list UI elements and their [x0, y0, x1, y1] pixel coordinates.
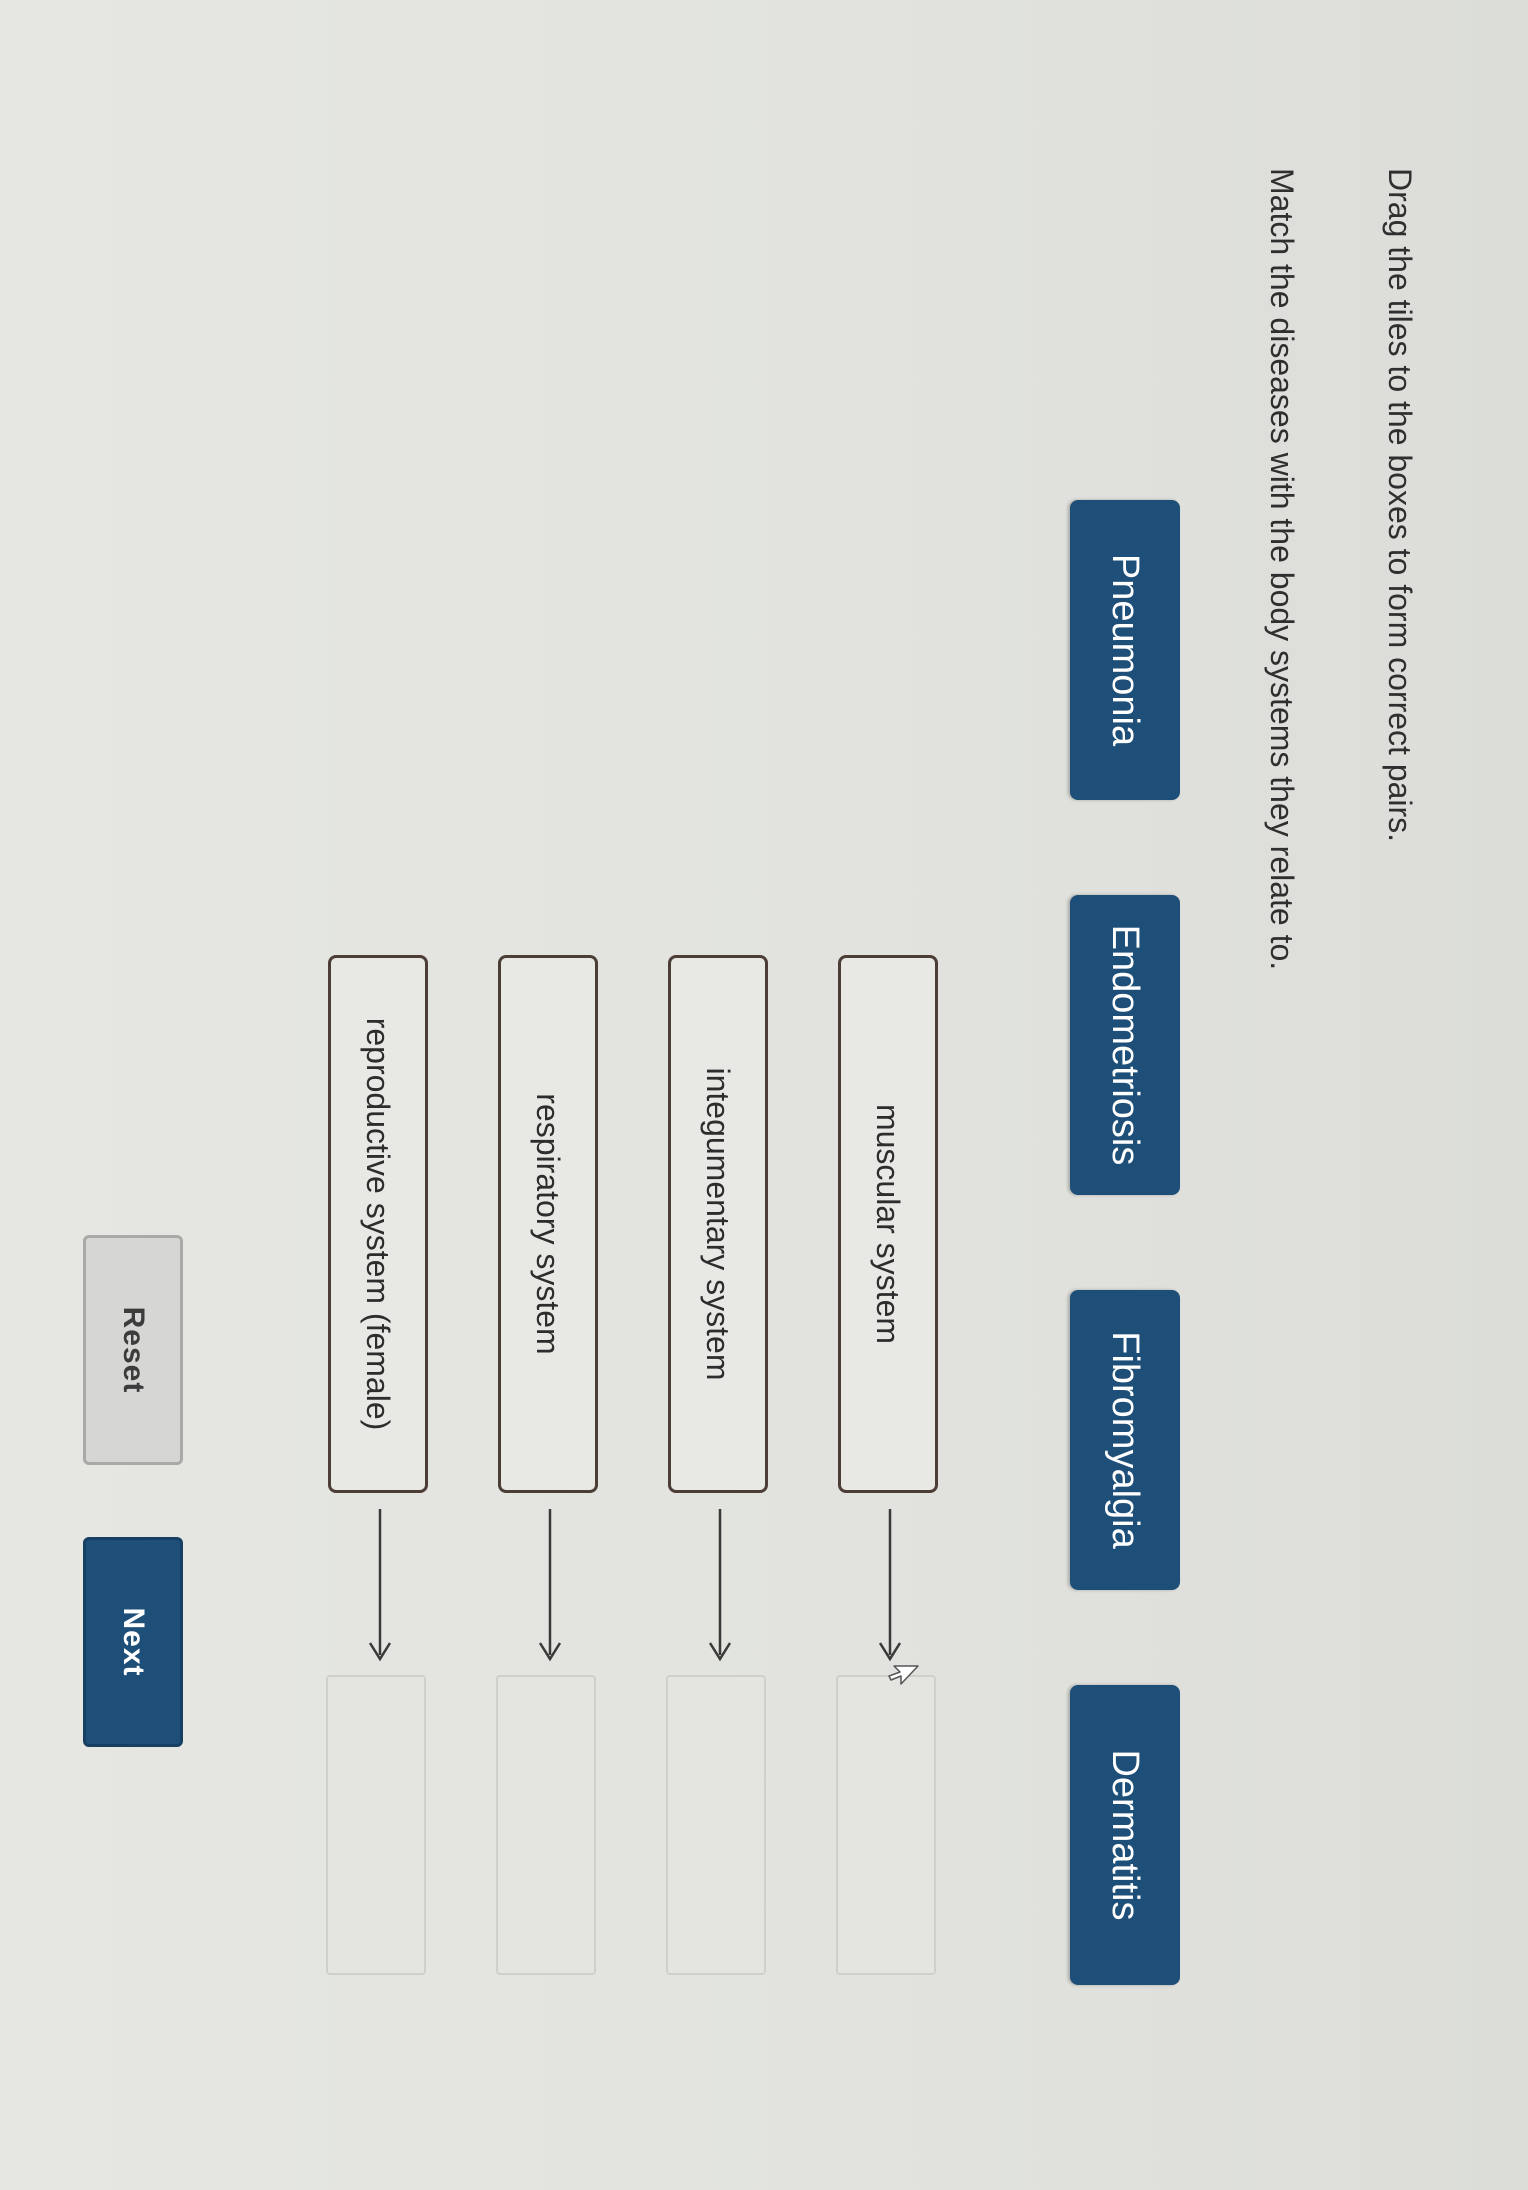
system-label-muscular: muscular system	[838, 955, 938, 1493]
pair-row-integumentary: integumentary system	[666, 955, 768, 2055]
system-label-reproductive: reproductive system (female)	[328, 955, 428, 1493]
drag-instruction: Drag the tiles to the boxes to form corr…	[1382, 168, 1418, 843]
next-button[interactable]: Next	[83, 1537, 183, 1747]
tile-fibromyalgia[interactable]: Fibromyalgia	[1070, 1290, 1180, 1590]
system-label-respiratory: respiratory system	[498, 955, 598, 1493]
tile-pneumonia[interactable]: Pneumonia	[1070, 500, 1180, 800]
pair-row-respiratory: respiratory system	[496, 955, 598, 2055]
pair-row-reproductive: reproductive system (female)	[326, 955, 428, 2055]
match-instruction: Match the diseases with the body systems…	[1264, 168, 1300, 971]
reset-button[interactable]: Reset	[83, 1235, 183, 1465]
system-label-integumentary: integumentary system	[668, 955, 768, 1493]
arrow-right-icon	[368, 1509, 392, 1662]
drop-box-respiratory[interactable]	[496, 1675, 596, 1975]
drop-box-integumentary[interactable]	[666, 1675, 766, 1975]
mouse-pointer-icon	[888, 1665, 919, 1685]
tile-dermatitis[interactable]: Dermatitis	[1070, 1685, 1180, 1985]
arrow-right-icon	[538, 1509, 562, 1662]
drop-box-muscular[interactable]	[836, 1675, 936, 1975]
drop-box-reproductive[interactable]	[326, 1675, 426, 1975]
pair-row-muscular: muscular system	[836, 955, 938, 2055]
arrow-right-icon	[708, 1509, 732, 1662]
tile-endometriosis[interactable]: Endometriosis	[1070, 895, 1180, 1195]
arrow-right-icon	[878, 1509, 902, 1662]
